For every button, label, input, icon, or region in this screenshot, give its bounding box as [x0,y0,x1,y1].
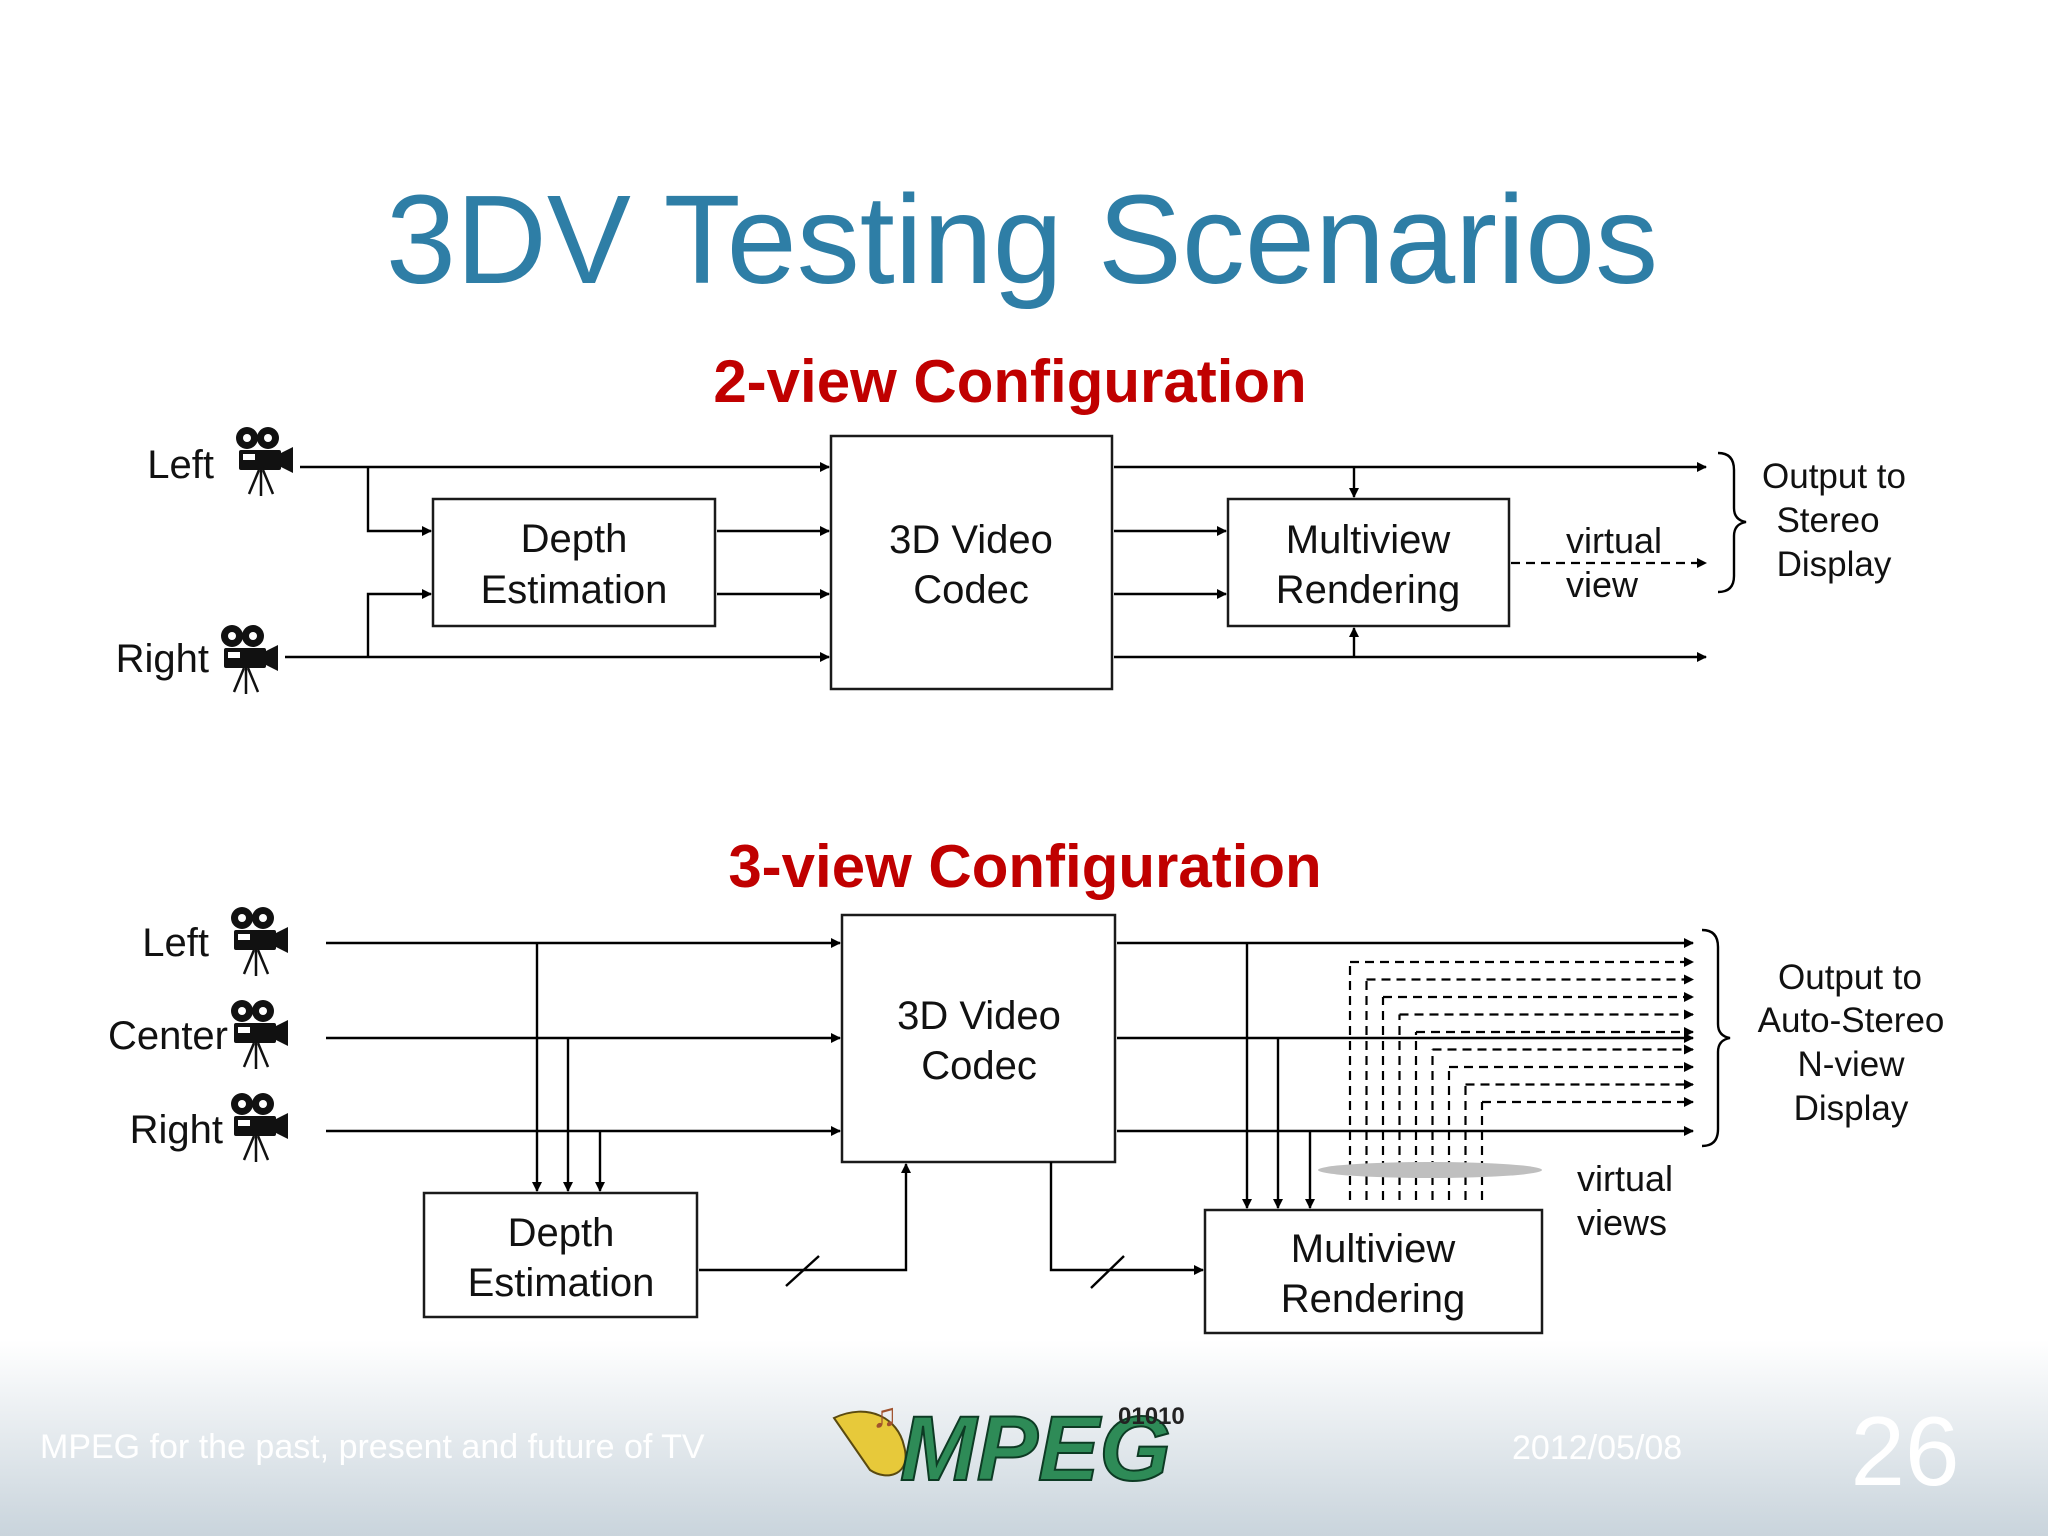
virtual-view-label-1: virtual [1566,520,1662,561]
output-label-3view-4: Display [1794,1089,1909,1128]
film-strip-icon [832,1410,907,1477]
connectors-3view [326,938,1694,1289]
three-view-heading: 3-view Configuration [728,833,1321,900]
mpeg-logo-text: MPEG [900,1398,1171,1500]
camera-right-3view-icon [229,1091,290,1164]
codec-box-3view: 3D Video Codec [840,913,1117,1164]
svg-text:Depth: Depth [508,1211,615,1255]
camera-label-left-3view: Left [142,921,209,965]
output-label-2view-1: Output to [1762,457,1906,496]
multiview-rendering-box-3view: Multiview Rendering [1203,1208,1544,1335]
camera-left-3view-icon [229,905,290,978]
svg-text:Estimation: Estimation [468,1261,655,1305]
mpeg-logo-bits: 01010 [1118,1403,1185,1430]
rendering-shadow [1318,1162,1542,1178]
output-brace-3view [1701,928,1731,1148]
camera-left-icon [234,425,295,498]
codec-box-2view: 3D Video Codec [829,434,1114,691]
svg-text:Rendering: Rendering [1281,1277,1466,1321]
footer-text: MPEG for the past, present and future of… [40,1428,705,1466]
svg-text:Estimation: Estimation [481,568,668,612]
svg-text:3D Video: 3D Video [897,994,1061,1038]
output-label-3view-1: Output to [1778,958,1922,997]
two-view-heading: 2-view Configuration [713,348,1306,415]
camera-label-right: Right [116,637,209,681]
output-label-3view-3: N-view [1798,1045,1906,1084]
output-brace-2view [1717,451,1747,594]
slide-title: 3DV Testing Scenarios [386,169,1658,310]
svg-text:Codec: Codec [913,568,1029,612]
depth-estimation-box-2view: Depth Estimation [431,497,717,628]
connectors-2view [285,462,1707,662]
virtual-view-label-2: view [1566,564,1639,605]
virtual-views-label-1: virtual [1577,1158,1673,1199]
output-label-3view-2: Auto-Stereo [1758,1001,1945,1040]
camera-label-right-3view: Right [130,1108,223,1152]
svg-text:Rendering: Rendering [1276,568,1461,612]
camera-center-3view-icon [229,998,290,1071]
svg-text:Multiview: Multiview [1286,518,1451,562]
footer-date: 2012/05/08 [1512,1429,1682,1467]
camera-label-left: Left [147,443,214,487]
virtual-views-label-2: views [1577,1202,1667,1243]
output-label-2view-2: Stereo [1776,501,1879,540]
mpeg-logo: ♫ MPEG 01010 [832,1397,1185,1501]
multiview-rendering-box-2view: Multiview Rendering [1226,497,1511,628]
output-label-2view-3: Display [1777,545,1892,584]
camera-right-icon [219,623,280,696]
svg-text:Codec: Codec [921,1044,1037,1088]
svg-text:Depth: Depth [521,517,628,561]
virtual-view-dashes [1348,957,1694,1200]
svg-text:3D Video: 3D Video [889,518,1053,562]
music-note-icon: ♫ [872,1397,898,1435]
camera-label-center-3view: Center [108,1014,228,1058]
depth-estimation-box-3view: Depth Estimation [422,1191,699,1319]
page-number: 26 [1850,1396,1959,1506]
footer-band [0,1340,2048,1536]
svg-text:Multiview: Multiview [1291,1227,1456,1271]
